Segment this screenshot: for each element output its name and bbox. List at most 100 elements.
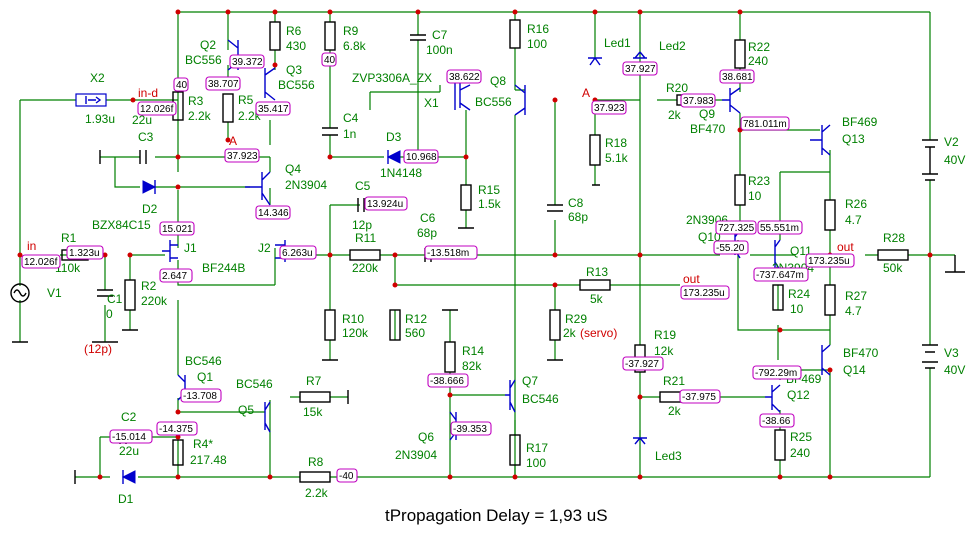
resistor-r12 — [389, 309, 401, 341]
transistor-q9 — [722, 87, 741, 114]
probe-p3866: -38.66 — [759, 413, 795, 428]
label-r15v: 1.5k — [478, 197, 502, 211]
label-v2: V2 — [944, 135, 959, 149]
label-r23v: 10 — [748, 189, 762, 203]
label-r16v: 100 — [527, 37, 547, 51]
resistor-r18 — [589, 134, 601, 166]
label-r12v: 560 — [405, 326, 425, 340]
probe-value-p737: -737.647m — [756, 270, 804, 281]
label-r28: R28 — [883, 231, 905, 245]
label-c1: C1 — [107, 292, 123, 306]
probe-p40b: 40 — [321, 52, 337, 67]
label-r9: R9 — [343, 24, 359, 38]
probe-p15014: -15.014 — [109, 429, 153, 444]
capacitor-c8 — [547, 204, 563, 212]
label-c1v: 0 — [106, 307, 113, 321]
transistor-q12 — [765, 384, 781, 413]
label-c2: C2 — [121, 410, 137, 424]
transistor-q8 — [514, 84, 526, 116]
probe-value-p39372: 39.372 — [232, 57, 263, 68]
probe-value-p13708: -13.708 — [183, 391, 217, 402]
label-ind: in-d — [138, 86, 158, 100]
probe-p37923a: 37.923 — [591, 100, 627, 115]
resistor-r14 — [444, 341, 456, 373]
label-r17: R17 — [526, 441, 548, 455]
probe-value-p55551: 55.551m — [760, 223, 799, 234]
label-r1v: 110k — [55, 261, 81, 275]
probe-value-p35417: 35.417 — [258, 104, 289, 115]
label-c8v: 68p — [568, 210, 588, 224]
probe-p13924: 13.924u — [364, 196, 408, 211]
label-d3v: 1N4148 — [380, 166, 422, 180]
mosfet-x1 — [454, 80, 471, 111]
label-r21: R21 — [663, 374, 685, 388]
label-r20: R20 — [666, 81, 688, 95]
label-r13v: 5k — [590, 292, 604, 306]
resistor-r26 — [824, 199, 836, 231]
label-bc546a: BC546 — [185, 354, 222, 368]
label-r28v: 50k — [883, 261, 903, 275]
probe-p12026b: 12.026f — [21, 254, 61, 269]
resistor-r25 — [774, 429, 786, 461]
probe-p173b: 173.235u — [680, 285, 730, 300]
probe-value-p781: 781.011m — [743, 119, 787, 130]
probe-p37923b: 37.923 — [224, 148, 260, 163]
label-led1: Led1 — [604, 36, 631, 50]
label-r18: R18 — [605, 136, 627, 150]
transistor-q13 — [810, 124, 831, 156]
label-r4: R4* — [193, 437, 213, 451]
probe-p14375: -14.375 — [156, 421, 198, 436]
resistor-r10 — [324, 309, 336, 341]
diode-d1 — [121, 470, 136, 484]
probe-value-p14346: 14.346 — [258, 208, 289, 219]
label-r3: R3 — [188, 94, 204, 108]
probe-value-p37923b: 37.923 — [227, 151, 258, 162]
label-bf470b: BF470 — [843, 346, 879, 360]
label-q13: Q13 — [842, 132, 865, 146]
probe-p37927b: -37.927 — [622, 356, 664, 371]
label-v3v: 40V — [944, 363, 965, 377]
label-r2v: 220k — [141, 294, 168, 308]
label-x2v: 1.93u — [85, 112, 115, 126]
probe-p37983: 37.983 — [680, 93, 716, 108]
probe-value-p13518: -13.518m — [427, 248, 469, 259]
probe-value-p14375: -14.375 — [159, 424, 193, 435]
probe-value-pm40: -40 — [339, 471, 354, 482]
label-r18v: 5.1k — [605, 151, 629, 165]
label-bf469a: BF469 — [842, 115, 878, 129]
label-r22: R22 — [748, 40, 770, 54]
label-r25: R25 — [790, 430, 812, 444]
label-servo: (servo) — [580, 326, 617, 340]
resistor-r27 — [824, 284, 836, 316]
probe-p737: -737.647m — [753, 267, 809, 282]
resistor-r11 — [349, 249, 381, 261]
probe-value-p2647: 2.647 — [162, 271, 187, 282]
probe-p727: 727.325 — [715, 220, 757, 235]
probe-p55551: 55.551m — [757, 220, 803, 235]
transistor-q4 — [245, 171, 271, 206]
label-led3: Led3 — [655, 449, 682, 463]
probe-p38666: -38.666 — [427, 373, 469, 388]
voltage-probes: 4039.37238.7074038.62237.92738.68112.026… — [21, 52, 855, 483]
label-r24: R24 — [788, 287, 810, 301]
transistor-q3 — [264, 67, 276, 101]
label-x2: X2 — [90, 71, 105, 85]
label-r1: R1 — [61, 231, 77, 245]
label-r21v: 2k — [668, 404, 682, 418]
label-bzx: BZX84C15 — [92, 218, 151, 232]
label-c5: C5 — [355, 179, 371, 193]
resistor-r8 — [299, 471, 331, 483]
label-q6t: 2N3904 — [395, 448, 437, 462]
probe-p38707: 38.707 — [205, 76, 241, 91]
resistor-r24 — [772, 284, 784, 311]
label-d3: D3 — [386, 130, 402, 144]
label-r15: R15 — [478, 183, 500, 197]
probe-value-p38681: 38.681 — [722, 72, 753, 83]
label-out1: out — [837, 240, 854, 254]
label-bf244: BF244B — [202, 261, 245, 275]
label-r5: R5 — [238, 93, 254, 107]
diode-d2 — [142, 180, 157, 194]
label-q8t: BC556 — [475, 95, 512, 109]
label-r11v: 220k — [352, 261, 379, 275]
resistor-r16 — [509, 19, 521, 49]
